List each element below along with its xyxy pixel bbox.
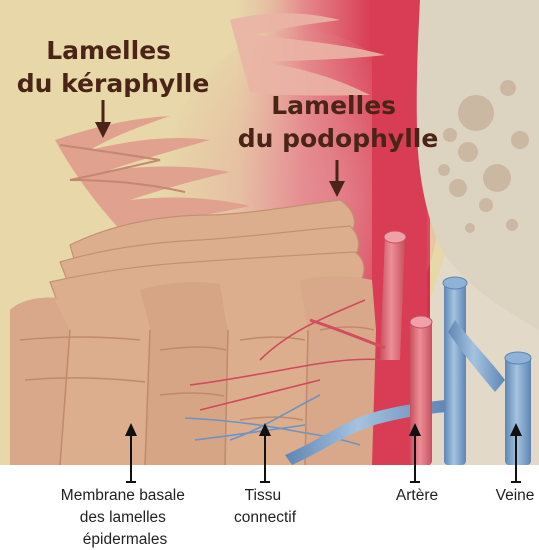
label-strip xyxy=(0,465,539,550)
label-artere: Artère xyxy=(396,487,438,504)
lower-lamellae xyxy=(10,276,376,465)
label-veine: Veine xyxy=(496,487,535,504)
